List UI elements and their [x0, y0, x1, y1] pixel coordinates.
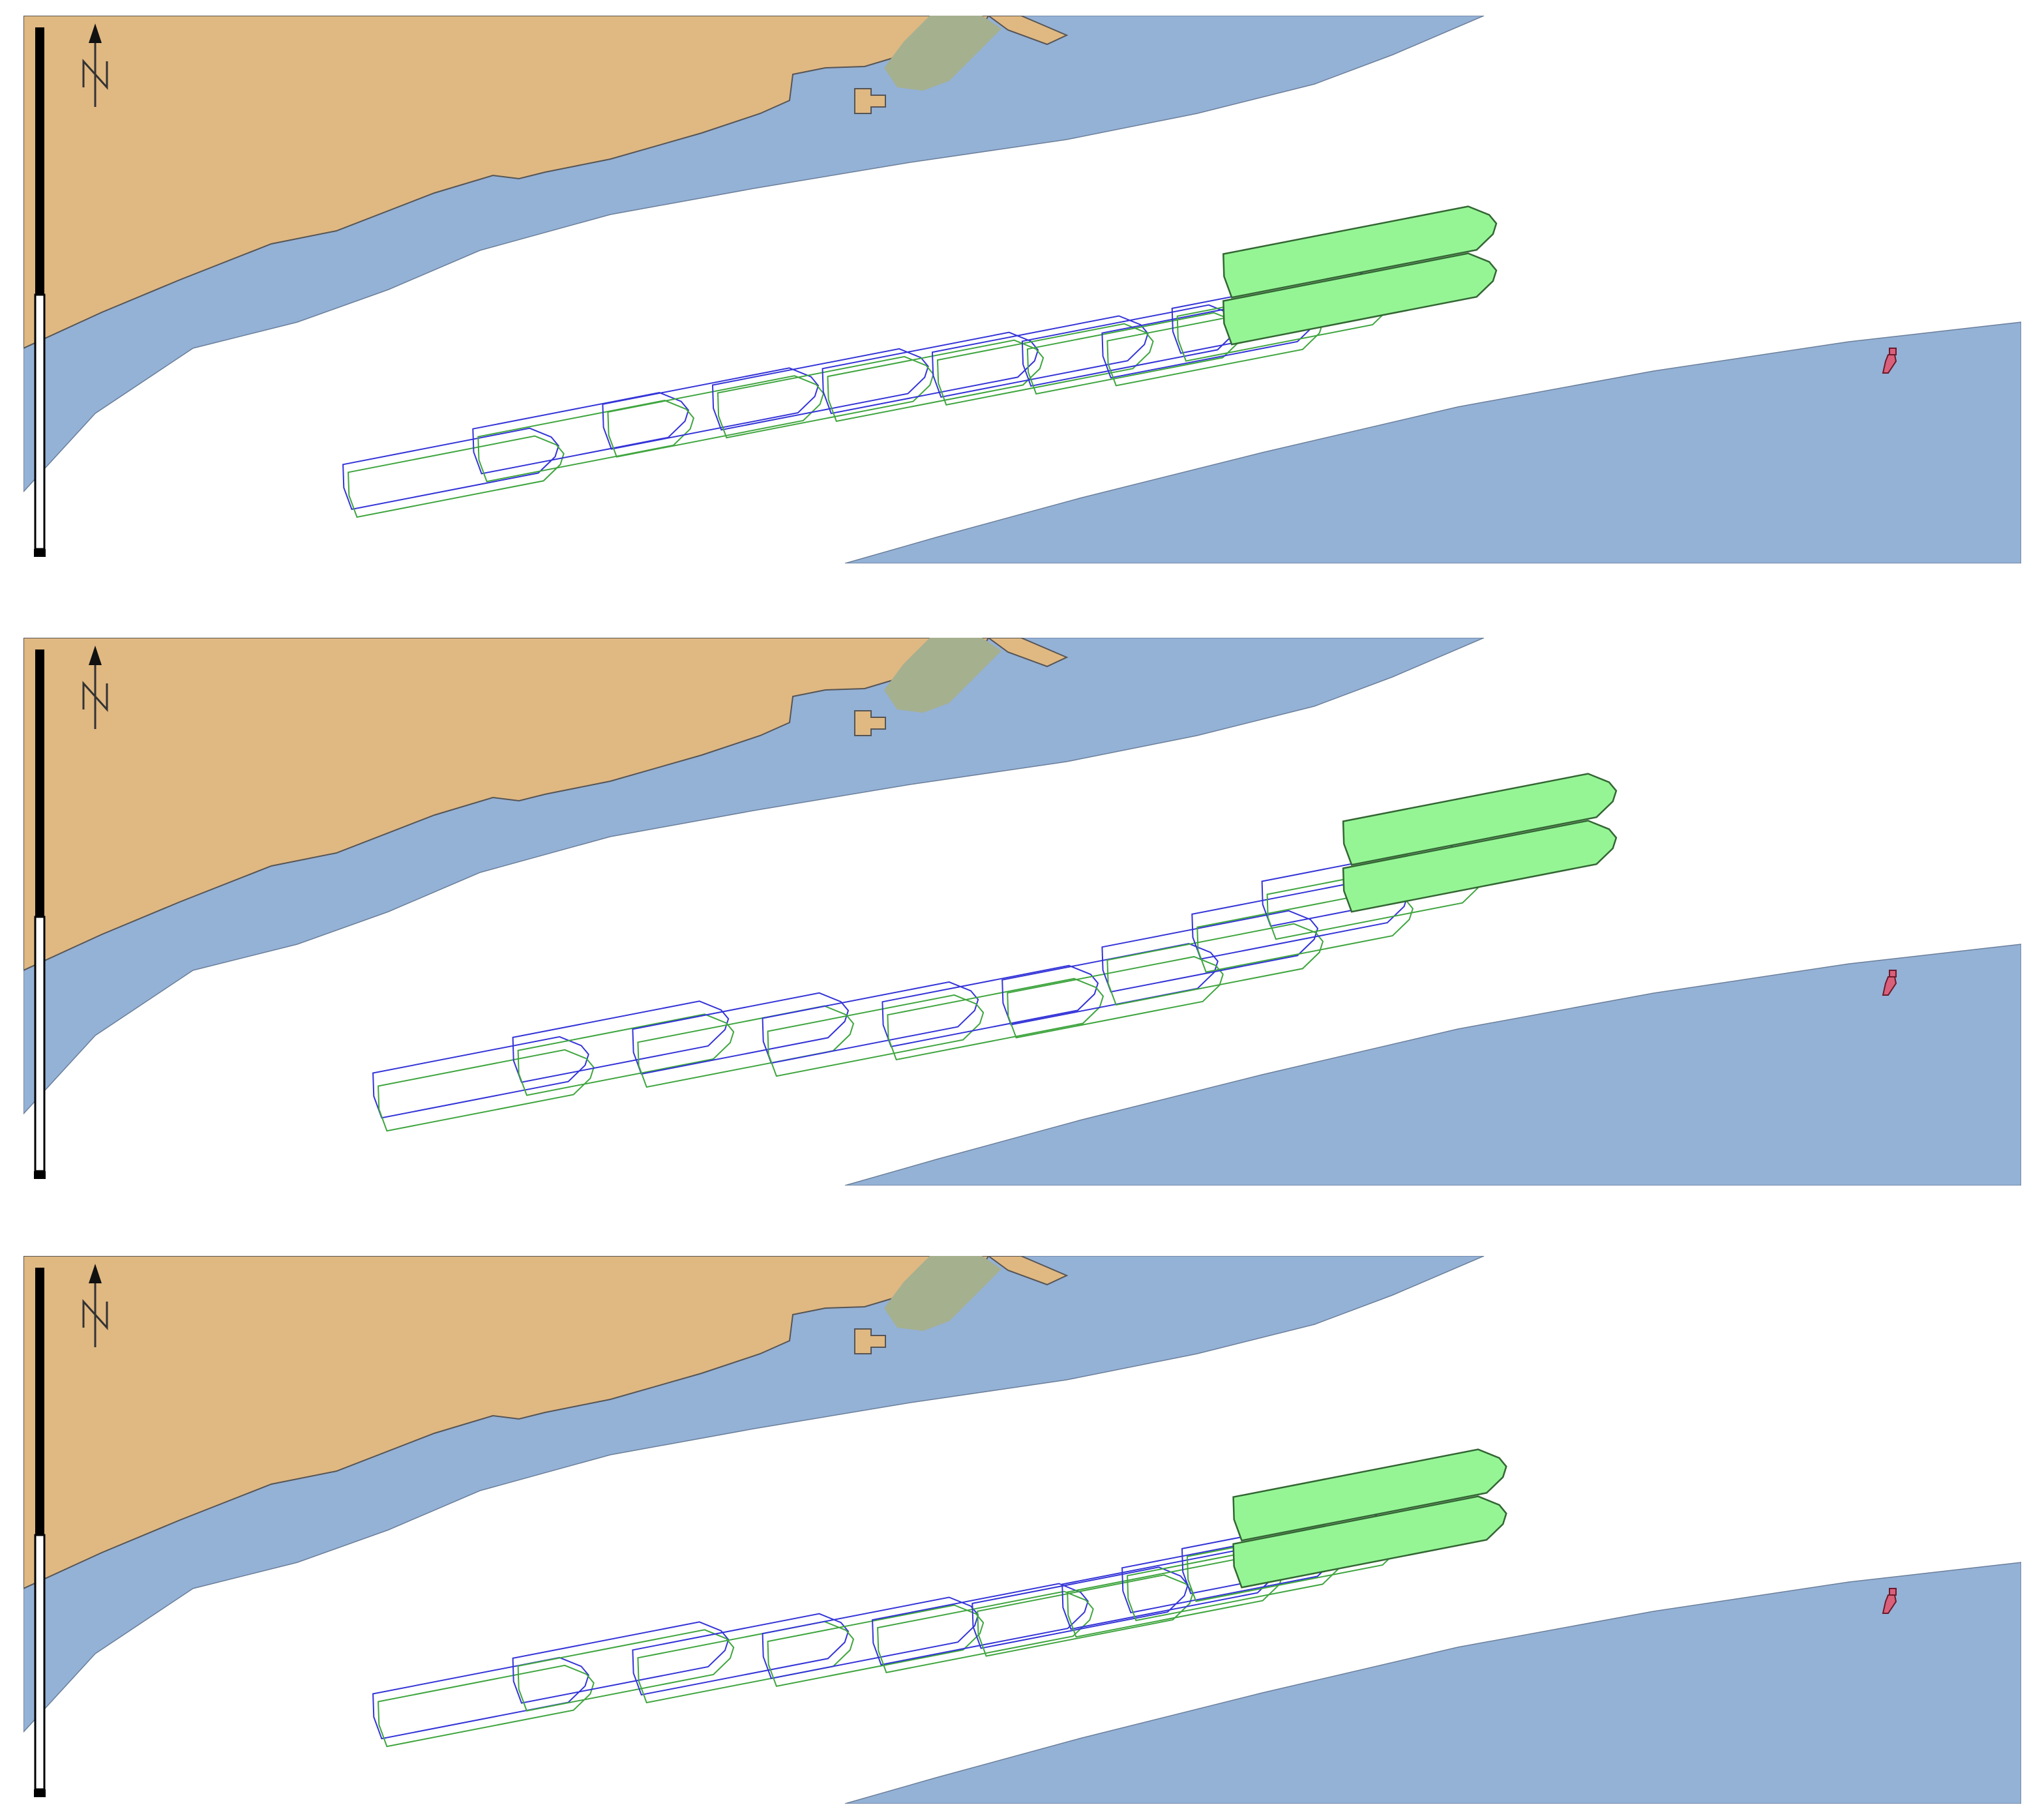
intertidal-flat	[884, 638, 1001, 713]
vessel-trace-green	[977, 1574, 1194, 1657]
vessel-trace-blue	[342, 427, 559, 511]
buoy-icon-top	[1889, 970, 1897, 977]
intertidal-flat	[884, 1256, 1001, 1331]
vessel-icon	[1342, 773, 1618, 913]
vessel-trace-blue	[931, 315, 1149, 398]
scale-bar-icon	[34, 649, 46, 1179]
north-arrow-n-glyph	[82, 1299, 108, 1330]
north-arrow-head	[89, 646, 102, 665]
vessel-trace-blue	[512, 1000, 730, 1083]
pier-structure-north	[987, 16, 1069, 46]
vessel-filled-upper	[1342, 773, 1618, 866]
vessel-trace-blue	[602, 367, 820, 450]
scale-bar-icon	[34, 27, 46, 557]
vessel-trace-blue	[632, 992, 850, 1075]
vessel-trace-green	[378, 1049, 595, 1132]
north-arrow-n-glyph	[82, 681, 108, 712]
vessel-trace-green	[1106, 923, 1324, 1006]
map-canvas-middle	[23, 638, 2021, 1186]
vessel-trace-blue	[372, 1656, 589, 1740]
pier-structure-body	[854, 88, 886, 114]
vessel-trace-blue	[971, 1566, 1189, 1649]
scale-bar-icon	[34, 1268, 46, 1797]
north-arrow-icon	[82, 1264, 108, 1347]
vessel-trace-green	[637, 1620, 855, 1704]
scale-bar-dark-segment	[35, 27, 44, 295]
north-arrow-n-glyph	[82, 59, 108, 90]
scale-bar-light-segment	[34, 293, 46, 550]
vessel-trace-green	[767, 994, 985, 1077]
vessel-trace-group-bottom	[372, 1512, 1404, 1748]
vessel-trace-green	[378, 1664, 595, 1748]
vessel-trace-green	[607, 375, 825, 458]
pier-structure-north	[987, 638, 1069, 668]
north-arrow-icon	[82, 23, 108, 107]
map-canvas-top	[23, 16, 2021, 563]
vessel-trace-blue	[372, 1036, 589, 1119]
map-canvas-bottom	[23, 1256, 2021, 1804]
vessel-filled-lower	[1222, 252, 1498, 346]
scale-bar-end-cap	[34, 1171, 46, 1179]
buoy-icon	[1882, 348, 1897, 374]
vessel-trace-blue	[872, 1583, 1089, 1665]
buoy-icon-top	[1889, 1588, 1897, 1596]
pier-structure-body	[854, 710, 886, 736]
vessel-trace-green	[517, 1013, 735, 1096]
north-arrow-icon	[82, 646, 108, 729]
scale-bar-light-segment	[34, 1534, 46, 1791]
pier-structure-north	[987, 1256, 1069, 1286]
shallow-water-south	[844, 1562, 2021, 1804]
north-arrow-head	[89, 1264, 102, 1283]
pier-structure	[854, 16, 1069, 114]
buoy-icon	[1882, 1588, 1897, 1614]
map-panel-bottom	[23, 1256, 2021, 1804]
pier-structure	[854, 1256, 1069, 1354]
shallow-water-south	[844, 944, 2021, 1186]
vessel-trace-blue	[1101, 910, 1319, 993]
scale-bar-end-cap	[34, 1789, 46, 1797]
map-background-top	[23, 16, 2021, 563]
vessel-trace-green	[517, 1629, 735, 1712]
scale-bar-end-cap	[34, 549, 46, 557]
scale-bar-dark-segment	[35, 1268, 44, 1535]
map-background-middle	[23, 638, 2021, 1186]
vessel-trace-blue	[512, 1621, 730, 1704]
map-background-bottom	[23, 1256, 2021, 1804]
north-arrow-head	[89, 23, 102, 43]
map-panel-top	[23, 16, 2021, 563]
vessel-trace-blue	[762, 1596, 979, 1679]
buoy-icon	[1882, 970, 1897, 996]
vessel-trace-green	[477, 400, 695, 483]
vessel-trace-green	[348, 435, 565, 518]
vessel-filled-upper	[1232, 1448, 1507, 1542]
map-panel-middle	[23, 638, 2021, 1186]
vessel-filled-upper	[1222, 205, 1498, 299]
vessel-icon	[1232, 1448, 1507, 1589]
vessel-filled-lower	[1342, 820, 1618, 913]
intertidal-flat	[884, 16, 1001, 91]
pier-structure	[854, 638, 1069, 736]
vessel-trace-green	[767, 1604, 985, 1687]
vessel-trace-green	[877, 1590, 1094, 1673]
vessel-trace-blue	[632, 1613, 850, 1696]
vessel-icon	[1222, 205, 1498, 346]
vessel-trace-blue	[472, 392, 690, 475]
scale-bar-light-segment	[34, 916, 46, 1172]
buoy-icon-top	[1889, 348, 1897, 355]
vessel-trace-blue	[881, 964, 1099, 1048]
shallow-water-south	[844, 321, 2021, 563]
pier-structure-body	[854, 1328, 886, 1354]
scale-bar-dark-segment	[35, 649, 44, 917]
vessel-filled-lower	[1232, 1495, 1507, 1589]
vessel-trace-blue	[762, 981, 979, 1064]
vessel-trace-green	[637, 1005, 855, 1088]
